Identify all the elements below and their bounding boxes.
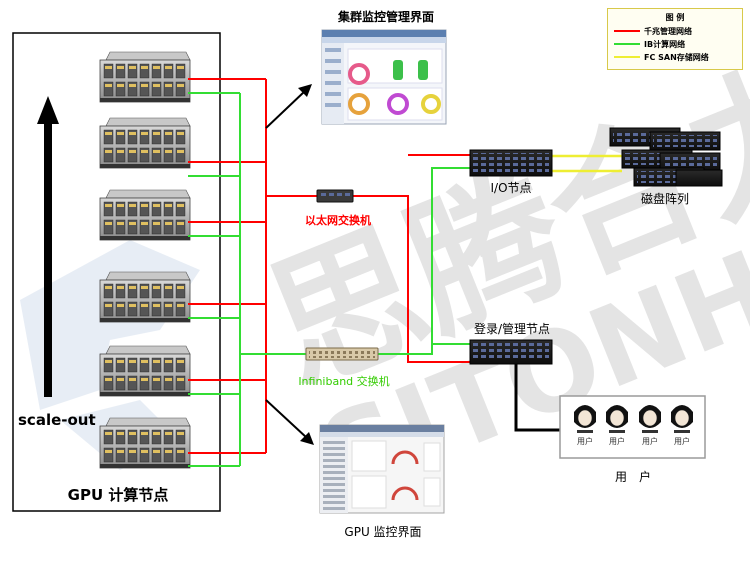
legend-item-ib: IB计算网络 xyxy=(614,39,740,49)
legend-title: 图 例 xyxy=(665,13,685,22)
user-icon: 用户 xyxy=(671,405,693,446)
ethernet-switch-label: 以太网交换机 xyxy=(305,213,371,227)
cluster-monitor-screen xyxy=(321,29,447,125)
cluster-sidebar-row xyxy=(325,103,341,107)
gpu-sidebar-row xyxy=(323,447,345,450)
legend-label-management: 千兆管理网络 xyxy=(644,27,692,36)
gpu-server xyxy=(99,417,191,469)
login-node-label: 登录/管理节点 xyxy=(474,321,550,336)
gpu-sidebar-row xyxy=(323,501,345,504)
management-network-lines xyxy=(188,78,470,454)
user-badge-text: 用户 xyxy=(642,436,658,446)
gpu-sidebar-row xyxy=(323,483,345,486)
legend: 图 例 千兆管理网络 IB计算网络 FC SAN存储网络 xyxy=(607,8,743,70)
gpu-server xyxy=(99,117,191,169)
gpu-sidebar-row xyxy=(323,495,345,498)
legend-label-fc-san: FC SAN存储网络 xyxy=(644,53,709,62)
ib-network-lines xyxy=(188,92,470,467)
gpu-server-stack xyxy=(99,51,191,469)
user-badge-text: 用户 xyxy=(609,436,625,446)
legend-swatch-management xyxy=(614,30,640,32)
legend-swatch-fc-san xyxy=(614,56,640,58)
gpu-nodes-panel xyxy=(12,32,221,512)
gpu-sidebar-row xyxy=(323,507,345,510)
gpu-server xyxy=(99,189,191,241)
disk-array-label: 磁盘阵列 xyxy=(641,191,689,206)
scale-out-arrow xyxy=(37,96,59,397)
monitor-arrows xyxy=(265,84,314,445)
gpu-monitor-screen xyxy=(319,424,445,514)
gpu-sidebar-row xyxy=(323,465,345,468)
user-icon: 用户 xyxy=(639,405,661,446)
user-link-line xyxy=(514,362,560,432)
gpu-sidebar-row xyxy=(323,489,345,492)
legend-item-fc-san: FC SAN存储网络 xyxy=(614,52,740,62)
gpu-ui-label: GPU 监控界面 xyxy=(344,525,421,539)
gpu-nodes-label: GPU 计算节点 xyxy=(68,486,169,504)
fc-san-lines xyxy=(552,154,622,173)
cluster-sidebar-row xyxy=(325,92,341,96)
gpu-sidebar-row xyxy=(323,477,345,480)
cluster-sidebar-row xyxy=(325,81,341,85)
gpu-server xyxy=(99,345,191,397)
io-node-device xyxy=(469,149,553,177)
gpu-sidebar-row xyxy=(323,453,345,456)
io-node-label: I/O节点 xyxy=(490,181,531,195)
gpu-server xyxy=(99,271,191,323)
cluster-sidebar-row xyxy=(325,59,341,63)
legend-swatch-ib xyxy=(614,43,640,45)
user-badge-text: 用户 xyxy=(674,436,690,446)
user-icon: 用户 xyxy=(574,405,596,446)
gpu-sidebar-row xyxy=(323,459,345,462)
cluster-sidebar-row xyxy=(325,48,341,52)
users-label: 用 户 xyxy=(615,469,651,484)
ethernet-switch-device xyxy=(316,189,354,203)
ib-switch-label: Infiniband 交换机 xyxy=(298,374,389,388)
legend-label-ib: IB计算网络 xyxy=(644,40,686,49)
legend-item-management: 千兆管理网络 xyxy=(614,26,740,36)
disk-array-device xyxy=(609,127,723,187)
user-icon: 用户 xyxy=(606,405,628,446)
login-node-device xyxy=(469,339,553,365)
users-panel: 用户 用户 用户 用户 xyxy=(559,395,706,459)
ib-switch-device xyxy=(305,347,379,361)
cluster-ui-label: 集群监控管理界面 xyxy=(337,9,434,24)
gpu-sidebar-row xyxy=(323,441,345,444)
user-badge-text: 用户 xyxy=(577,436,593,446)
scale-out-label: scale-out xyxy=(18,411,96,429)
gpu-server xyxy=(99,51,191,103)
cluster-sidebar-row xyxy=(325,70,341,74)
gpu-sidebar-row xyxy=(323,471,345,474)
